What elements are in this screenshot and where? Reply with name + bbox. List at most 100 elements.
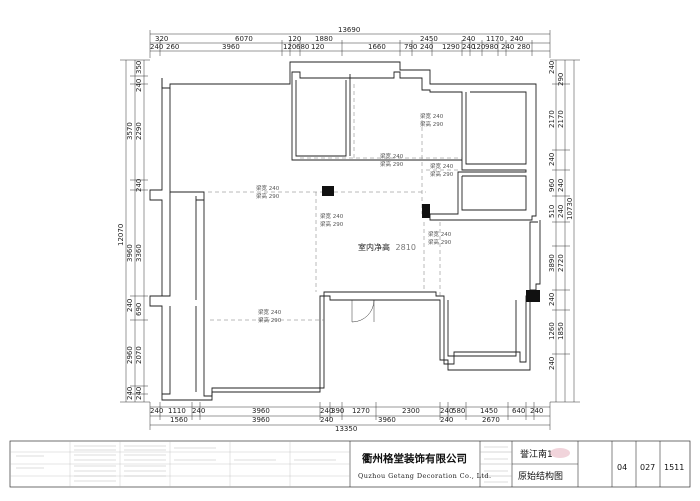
dim-label: 3960 [378, 416, 396, 424]
dim-label: 2670 [482, 416, 500, 424]
dim-label: 3960 [126, 244, 134, 262]
beam-lines [208, 84, 462, 321]
dim-label: 690 [135, 303, 143, 316]
dim-label: 3360 [135, 244, 143, 262]
beam-height-label: 梁高 290 [430, 170, 454, 178]
beam-annotations: 梁宽 240 梁高 290 梁宽 240 梁高 290 梁宽 240 梁高 29… [256, 112, 454, 324]
notes-text-lines [16, 445, 508, 483]
inner-wall [162, 306, 171, 395]
door-swing [351, 299, 375, 323]
dim-label: 2170 [548, 110, 556, 128]
sheet-code-1: 04 [617, 463, 627, 472]
outer-wall [161, 61, 537, 221]
dim-label: 240 [320, 407, 333, 415]
dim-label: 240 [440, 407, 453, 415]
dim-right-labels: 240 290 2170 2170 240 960 240 10730 510 … [548, 61, 574, 370]
dim-label: 3890 [548, 254, 556, 272]
dim-label: 3960 [252, 416, 270, 424]
dim-label: 350 [135, 61, 143, 74]
dim-bottom-mid-row: 1560 3960 240 3960 240 2670 [170, 416, 500, 424]
top-dimensions [149, 30, 551, 58]
dim-left-labels: 350 240 3570 2290 240 12070 3960 3360 24… [117, 61, 143, 400]
dim-label: 240 [420, 43, 433, 51]
dim-label: 240 [150, 43, 163, 51]
dim-label: 1260 [548, 322, 556, 340]
dim-label: 3960 [252, 407, 270, 415]
beam-width-label: 梁宽 240 [380, 152, 404, 160]
room-height-value: 2810 [396, 243, 416, 252]
dim-label: 2070 [135, 346, 143, 364]
dim-label: 240 [557, 179, 565, 192]
beam-height-label: 梁高 290 [320, 220, 344, 228]
dim-label: 2290 [135, 122, 143, 140]
partition-wall [195, 196, 204, 392]
dim-label: 390 [331, 407, 344, 415]
dim-label: 680 [296, 43, 309, 51]
sheet-code-2: 027 [640, 463, 655, 472]
outer-wall [149, 78, 541, 401]
dim-top-inner-row: 240 260 3960 120 680 120 1660 790 240 12… [150, 43, 530, 51]
drawing-title: 原始结构图 [518, 470, 563, 482]
inner-wall [169, 88, 538, 397]
dim-label: 3570 [126, 122, 134, 140]
beam-height-label: 梁高 290 [380, 160, 404, 168]
dim-label: 240 [462, 35, 475, 43]
title-block: 衢州格堂装饰有限公司 Quzhou Getang Decoration Co.,… [9, 440, 691, 488]
dim-label: 240 [320, 416, 333, 424]
beam-height-label: 梁高 290 [258, 316, 282, 324]
dim-label: 240 [548, 357, 556, 370]
dim-label: 120 [472, 43, 485, 51]
right-dimensions [550, 59, 580, 403]
dim-label: 12070 [117, 224, 125, 246]
dim-label: 2720 [557, 254, 565, 272]
dim-label: 1850 [557, 322, 565, 340]
beam-height-label: 梁高 290 [428, 238, 452, 246]
company-name-cn: 衢州格堂装饰有限公司 [362, 452, 467, 465]
dim-label: 960 [548, 179, 556, 192]
dim-label: 240 [126, 387, 134, 400]
dim-top-overall: 13690 [338, 26, 360, 34]
dim-label: 3960 [222, 43, 240, 51]
room-wall [295, 80, 347, 157]
dim-label: 510 [548, 205, 556, 218]
dim-label: 240 [510, 35, 523, 43]
dim-label: 290 [557, 73, 565, 86]
dim-label: 1660 [368, 43, 386, 51]
beam-width-label: 梁宽 240 [258, 308, 282, 316]
dim-label: 240 [557, 205, 565, 218]
dim-label: 790 [404, 43, 417, 51]
structural-column [422, 204, 430, 218]
dim-label: 240 [135, 387, 143, 400]
dim-label: 240 [548, 293, 556, 306]
room-wall [465, 91, 527, 165]
dim-label: 280 [517, 43, 530, 51]
room-height-label: 室内净高 2810 [358, 242, 416, 252]
dim-label: 240 [462, 43, 475, 51]
room-wall [461, 175, 527, 211]
floor-plan [149, 61, 541, 401]
dim-label: 640 [512, 407, 525, 415]
beam-width-label: 梁宽 240 [320, 212, 344, 220]
dim-label: 1110 [168, 407, 186, 415]
room-label: 室内净高 [358, 242, 390, 252]
dim-label: 240 [192, 407, 205, 415]
inner-wall [158, 192, 171, 297]
beam-width-label: 梁宽 240 [420, 112, 444, 120]
dim-label: 320 [155, 35, 168, 43]
dim-label: 1450 [480, 407, 498, 415]
beam-height-label: 梁高 290 [420, 120, 444, 128]
dim-top-mid-row: 320 6070 120 1880 2450 240 1170 240 [155, 35, 523, 43]
room-wall [447, 300, 517, 357]
dim-label: 120 [283, 43, 296, 51]
project-name-redaction [550, 448, 570, 458]
dim-label: 6070 [235, 35, 253, 43]
dim-label: 2960 [126, 346, 134, 364]
beam-width-label: 梁宽 240 [256, 184, 280, 192]
dim-label: 2450 [420, 35, 438, 43]
dim-label: 240 [150, 407, 163, 415]
dim-label: 1560 [170, 416, 188, 424]
structural-column [526, 290, 540, 302]
notes-grid [10, 441, 350, 487]
dim-label: 1290 [442, 43, 460, 51]
dim-label: 240 [135, 179, 143, 192]
